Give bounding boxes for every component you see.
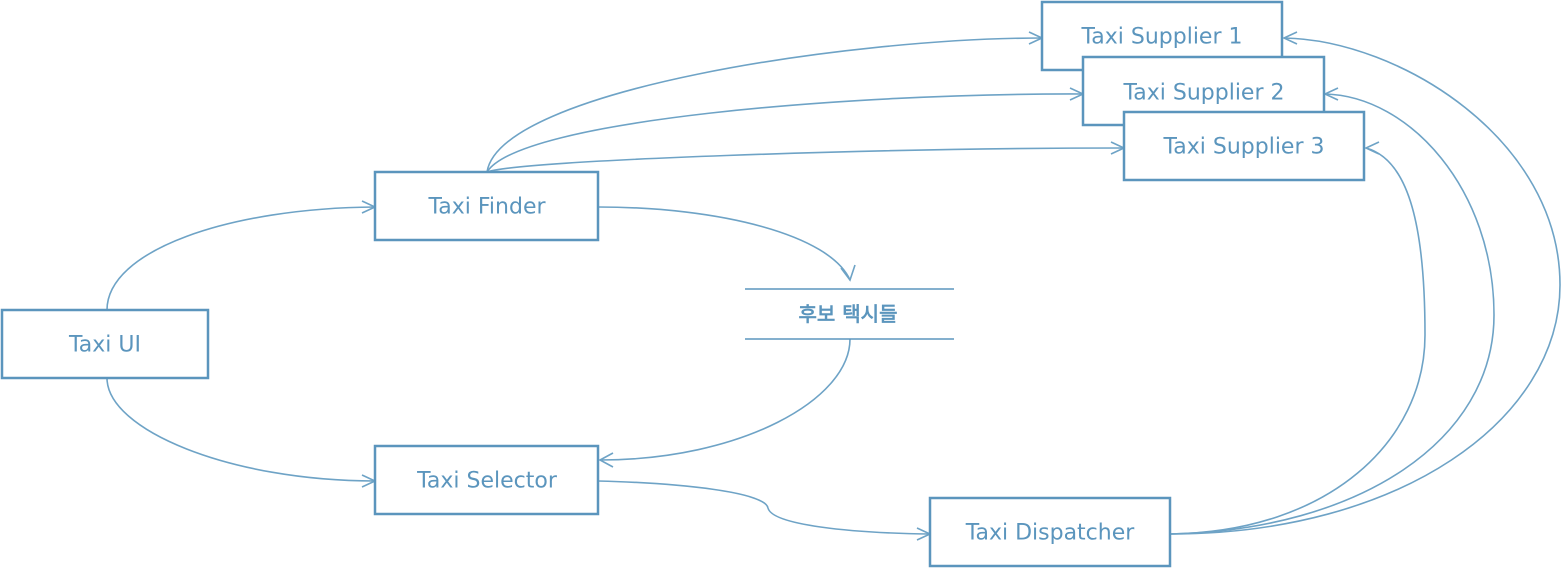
taxi-supplier-3-node: Taxi Supplier 3 — [1122, 110, 1366, 182]
taxi-finder-label: Taxi Finder — [427, 195, 546, 220]
edge-finder-to-supplier-2 — [486, 87, 1085, 173]
edge-finder-to-supplier-3 — [486, 141, 1126, 173]
edge-dispatcher-to-supplier-3 — [1169, 141, 1426, 535]
edge-finder-to-candidates — [597, 206, 856, 282]
edge-dispatcher-to-supplier-1 — [1169, 31, 1561, 535]
edges — [106, 31, 1561, 541]
taxi-ui-node: Taxi UI — [0, 308, 210, 380]
candidate-taxis-label: 후보 택시들 — [799, 302, 898, 326]
edge-ui-to-selector — [106, 377, 377, 488]
taxi-supplier-3-label: Taxi Supplier 3 — [1162, 135, 1324, 160]
taxi-supplier-1-label: Taxi Supplier 1 — [1080, 25, 1242, 50]
edge-selector-to-dispatcher — [597, 480, 932, 541]
taxi-dispatcher-label: Taxi Dispatcher — [965, 521, 1136, 546]
taxi-ui-label: Taxi UI — [68, 333, 141, 358]
taxi-finder-node: Taxi Finder — [373, 170, 600, 242]
edge-candidates-to-selector — [598, 338, 851, 468]
edge-finder-to-supplier-1 — [486, 31, 1044, 173]
edge-ui-to-finder — [106, 200, 377, 311]
taxi-selector-node: Taxi Selector — [373, 444, 600, 516]
candidate-taxis-store: 후보 택시들 — [745, 288, 954, 340]
taxi-selector-label: Taxi Selector — [416, 469, 558, 494]
taxi-supplier-2-label: Taxi Supplier 2 — [1122, 81, 1284, 106]
taxi-dispatcher-node: Taxi Dispatcher — [928, 496, 1172, 568]
